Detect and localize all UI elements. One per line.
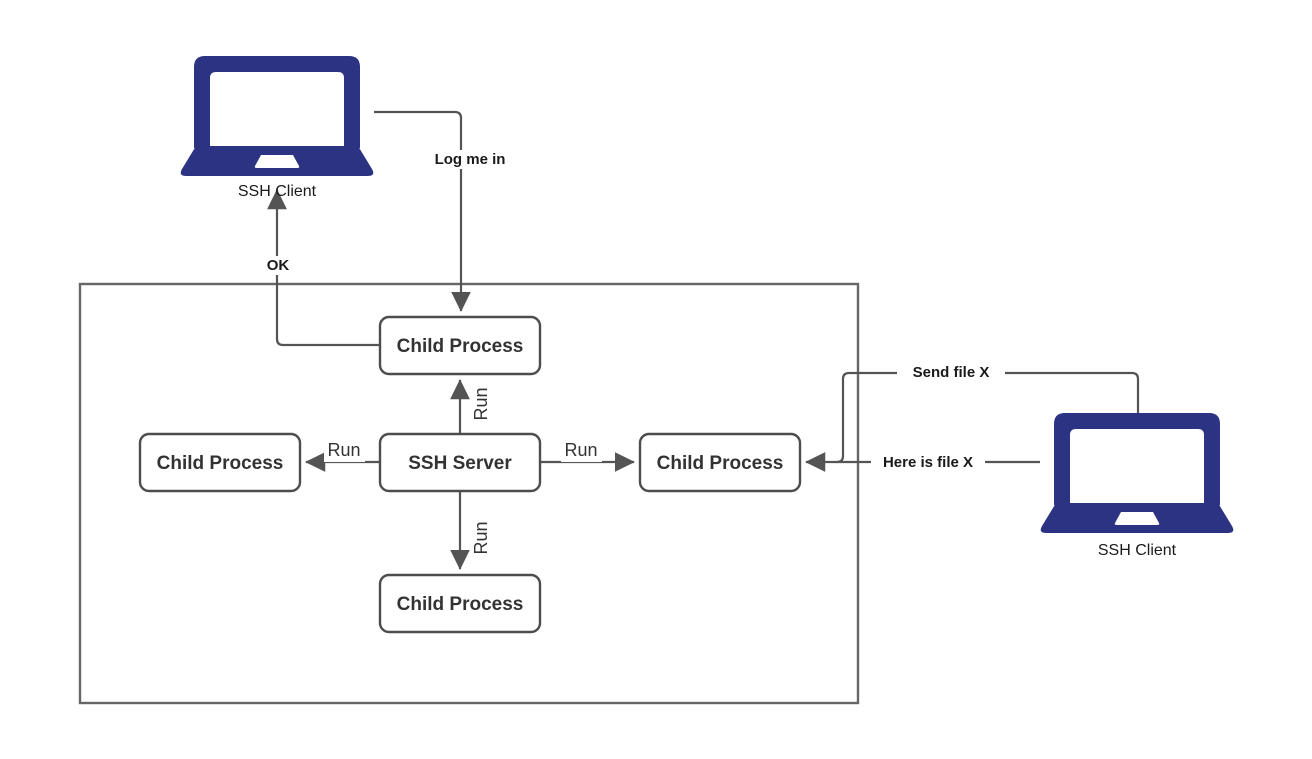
node-label: Child Process <box>657 453 784 474</box>
server-host-boundary <box>78 282 860 705</box>
svg-text:Run: Run <box>471 521 491 554</box>
device-label: SSH Client <box>1098 542 1177 559</box>
svg-text:Send file X: Send file X <box>913 364 990 381</box>
node-label: Child Process <box>157 453 284 474</box>
device-ssh-client-top[interactable]: SSH Client <box>180 56 374 200</box>
node-child-left[interactable]: Child Process <box>138 432 302 493</box>
edge-label-run-up: Run <box>471 387 491 420</box>
edge-label-run-left: Run <box>324 440 365 462</box>
laptop-icon <box>1040 413 1234 533</box>
node-label: Child Process <box>397 594 524 615</box>
node-child-bottom[interactable]: Child Process <box>378 573 542 634</box>
laptop-icon <box>180 56 374 176</box>
node-box <box>638 432 802 493</box>
edge-label-log-me-in: Log me in <box>418 150 520 169</box>
node-child-top[interactable]: Child Process <box>378 315 542 376</box>
svg-text:OK: OK <box>267 257 290 274</box>
edge-label-here-is-file-x: Here is file X <box>871 453 985 472</box>
edge-log-me-in-line <box>374 110 471 312</box>
node-label: Child Process <box>397 336 524 357</box>
node-label: SSH Server <box>408 453 512 474</box>
node-box <box>378 432 542 493</box>
svg-text:Run: Run <box>327 440 360 460</box>
edge-label-run-right: Run <box>561 440 602 462</box>
edge-label-send-file-x: Send file X <box>897 363 1005 382</box>
device-ssh-client-right[interactable]: SSH Client <box>1040 413 1234 559</box>
node-box <box>378 573 542 634</box>
edge-send-file-x-line <box>836 371 1140 464</box>
node-child-right[interactable]: Child Process <box>638 432 802 493</box>
node-ssh-server[interactable]: SSH Server <box>378 432 542 493</box>
edge-label-ok: OK <box>261 256 295 275</box>
edge-ok-line <box>267 189 380 347</box>
svg-text:Log me in: Log me in <box>435 151 506 168</box>
svg-text:Here is file X: Here is file X <box>883 454 973 471</box>
node-box <box>138 432 302 493</box>
svg-text:Run: Run <box>471 387 491 420</box>
edge-label-run-down: Run <box>471 521 491 554</box>
svg-text:Run: Run <box>564 440 597 460</box>
node-box <box>378 315 542 376</box>
device-label: SSH Client <box>238 183 317 200</box>
